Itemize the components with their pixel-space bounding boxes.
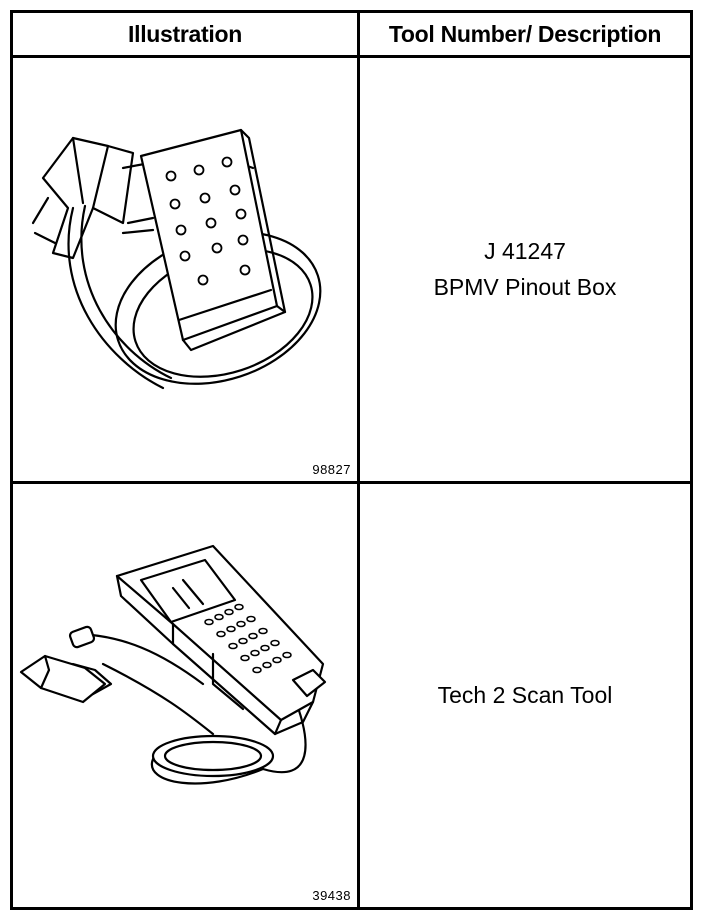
tool-number-1: J 41247 (484, 237, 566, 264)
header-tool-description: Tool Number/ Description (388, 20, 662, 47)
tool-description-1: BPMV Pinout Box (433, 273, 617, 300)
tool-description-2: Tech 2 Scan Tool (437, 681, 613, 708)
figure-number-1: 98827 (312, 462, 351, 477)
figure-number-2: 39438 (312, 888, 351, 903)
illustration-cell-2: 39438 (13, 484, 357, 907)
pinout-box-illustration (31, 128, 322, 390)
scan-tool-illustration (19, 544, 327, 785)
tool-table: Illustration Tool Number/ Description (10, 10, 693, 910)
description-cell-1: J 41247 BPMV Pinout Box (360, 58, 690, 481)
header-illustration: Illustration (128, 20, 242, 47)
row-divider (13, 481, 690, 484)
column-divider (357, 13, 360, 907)
description-cell-2: Tech 2 Scan Tool (360, 484, 690, 907)
header-divider (13, 55, 690, 58)
illustration-cell-1: 98827 (13, 58, 357, 481)
